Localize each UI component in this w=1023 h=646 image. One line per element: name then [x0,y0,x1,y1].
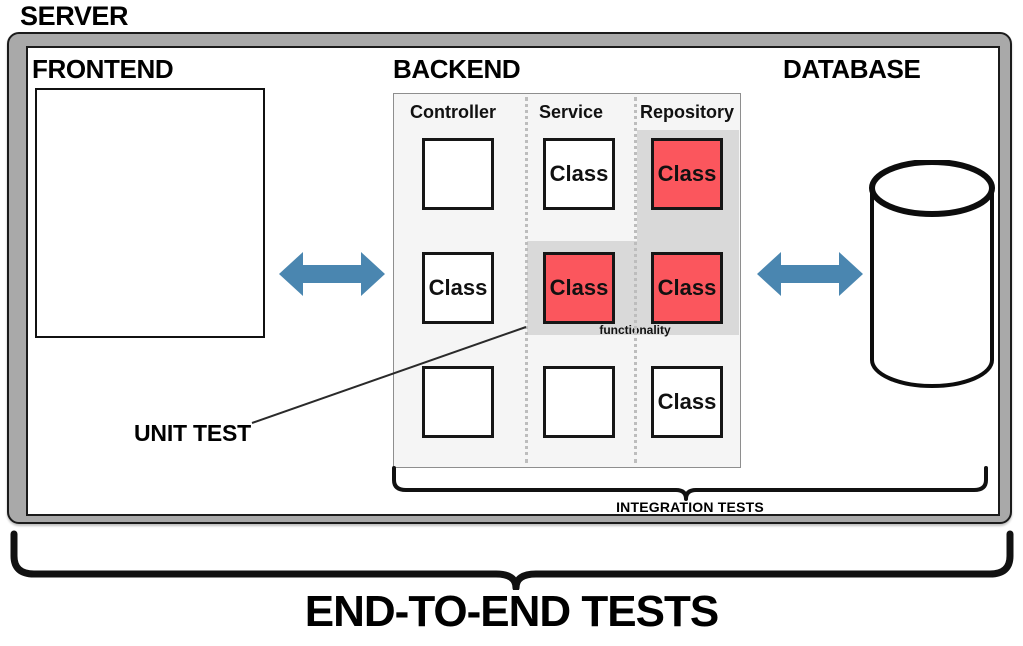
column-header-repository: Repository [640,102,735,122]
integration-tests-bracket [392,466,988,501]
class-box-controller-2: Class [422,252,494,324]
class-box-repository-1: Class [651,138,723,210]
backend-title: BACKEND [393,54,521,84]
column-divider-controller-service [525,97,528,463]
double-arrow-icon-backend-database [757,252,863,296]
double-arrow-icon-frontend-backend [279,252,385,296]
unit-test-label: UNIT TEST [134,420,252,446]
column-header-controller: Controller [410,102,497,122]
end-to-end-tests-label: END-TO-END TESTS [304,587,719,636]
frontend-title: FRONTEND [32,54,174,84]
end-to-end-tests-bracket [10,530,1014,590]
server-title: SERVER [20,1,129,31]
class-box-repository-3: Class [651,366,723,438]
database-title: DATABASE [783,54,921,84]
class-box-service-3 [543,366,615,438]
class-box-service-2: Class [543,252,615,324]
class-box-controller-3 [422,366,494,438]
integration-tests-label: INTEGRATION TESTS [616,499,764,515]
class-box-repository-2: Class [651,252,723,324]
column-divider-service-repository [634,97,637,463]
frontend-box [35,88,265,338]
class-box-service-1: Class [543,138,615,210]
database-cylinder-icon [869,160,995,388]
class-box-controller-1 [422,138,494,210]
unit-test-leader-line [251,326,527,424]
column-header-service: Service [539,102,604,122]
